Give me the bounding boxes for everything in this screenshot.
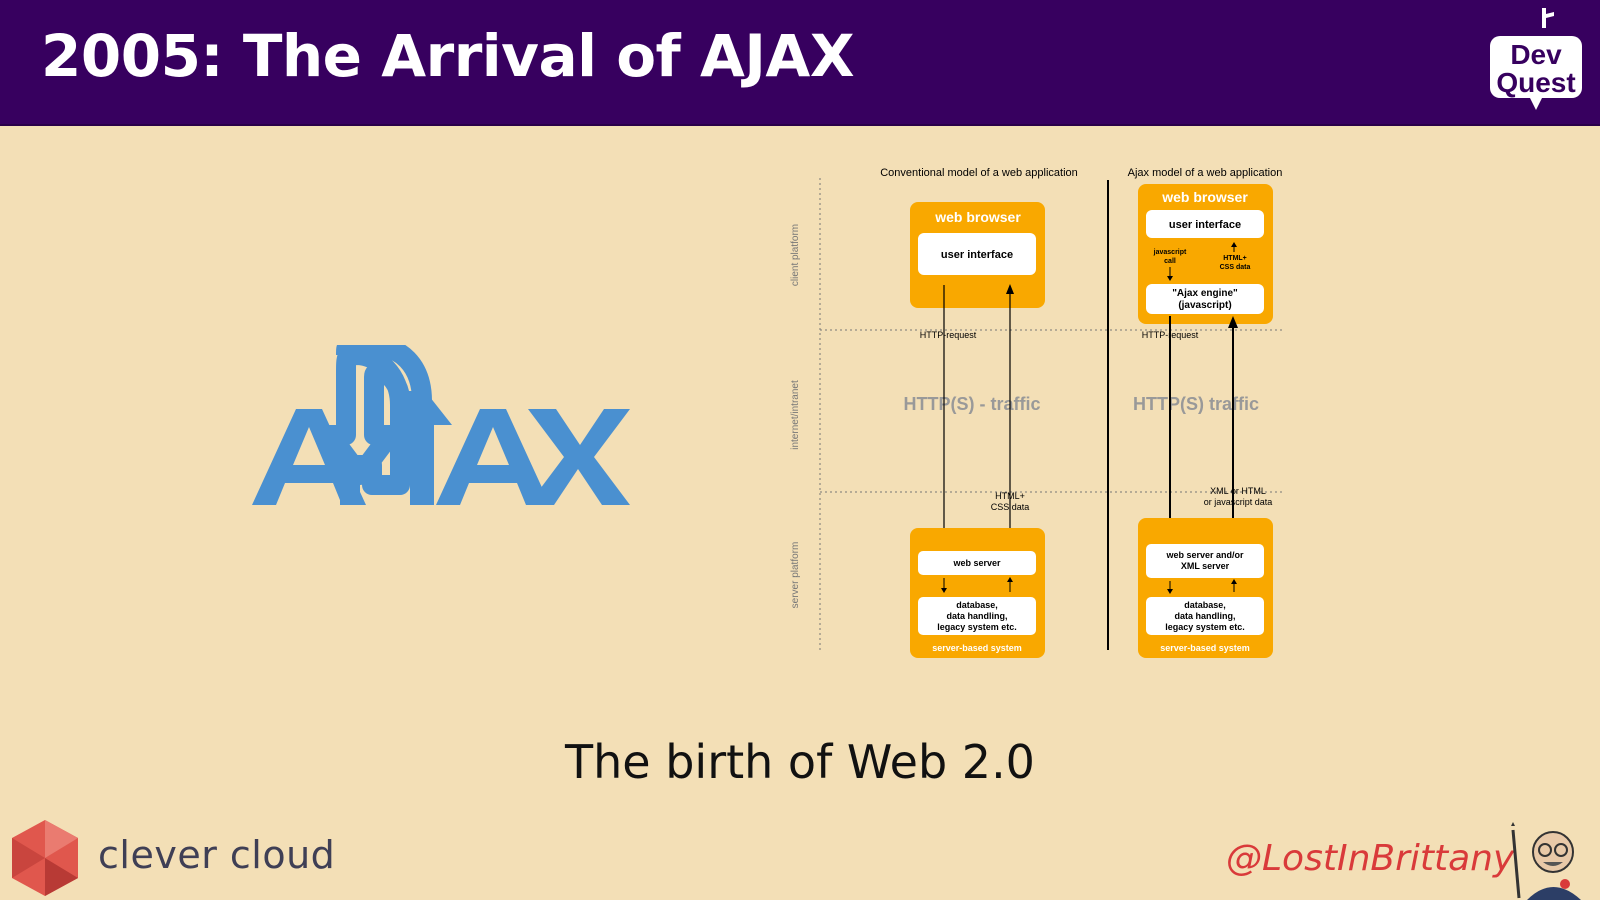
ajax-response-line1: XML or HTML: [1210, 486, 1266, 496]
conventional-db-line3: legacy system etc.: [937, 622, 1017, 632]
ajax-html-css-line1: HTML+: [1223, 255, 1247, 262]
conventional-server-label: web server: [952, 558, 1001, 568]
ajax-db-line2: data handling,: [1174, 611, 1235, 621]
ajax-db-line1: database,: [1184, 600, 1226, 610]
ajax-html-css-line2: CSS data: [1220, 264, 1251, 271]
ajax-title: Ajax model of a web application: [1128, 167, 1283, 179]
ajax-diagram: client platform internet/intranet server…: [790, 167, 1285, 658]
conventional-http-request: HTTP-request: [920, 330, 977, 340]
conventional-response-line1: HTML+: [995, 491, 1025, 501]
slide-subtitle: The birth of Web 2.0: [565, 735, 1035, 789]
slide-title: 2005: The Arrival of AJAX: [41, 22, 855, 90]
ajax-js-call-line1: javascript: [1153, 249, 1187, 256]
devquest-logo-quest: Quest: [1496, 67, 1575, 98]
ajax-system-label: server-based system: [1160, 643, 1250, 653]
conventional-db-line1: database,: [956, 600, 998, 610]
avatar: [1511, 822, 1581, 900]
conventional-title: Conventional model of a web application: [880, 167, 1078, 179]
ajax-logo: [252, 345, 630, 505]
clever-cloud-wordmark: clever cloud: [98, 833, 336, 877]
ajax-traffic: HTTP(S) traffic: [1133, 394, 1259, 414]
internet-label: internet/intranet: [790, 380, 801, 450]
conventional-browser-label: web browser: [934, 209, 1021, 225]
devquest-logo: Dev Quest: [1490, 8, 1582, 110]
server-platform-label: server platform: [790, 542, 801, 609]
twitter-handle: @LostInBrittany: [1226, 838, 1515, 879]
client-platform-label: client platform: [790, 224, 801, 286]
ajax-response-line2: or javascript data: [1204, 497, 1273, 507]
ajax-ui-label: user interface: [1169, 219, 1241, 231]
ajax-server-line1: web server and/or: [1165, 550, 1244, 560]
conventional-ui-label: user interface: [941, 249, 1013, 261]
ajax-engine-line1: "Ajax engine": [1172, 288, 1238, 299]
conventional-system-label: server-based system: [932, 643, 1022, 653]
ajax-server-line2: XML server: [1181, 561, 1230, 571]
conventional-db-line2: data handling,: [946, 611, 1007, 621]
conventional-server-box: [910, 528, 1045, 658]
ajax-db-line3: legacy system etc.: [1165, 622, 1245, 632]
clever-cloud-logo-mark: [12, 820, 78, 896]
ajax-engine-line2: (javascript): [1178, 300, 1231, 311]
ajax-server-box: [1138, 518, 1273, 658]
conventional-traffic: HTTP(S) - traffic: [904, 394, 1041, 414]
ajax-js-call-line2: call: [1164, 258, 1176, 265]
slide-header: 2005: The Arrival of AJAX Dev Quest: [0, 0, 1600, 126]
conventional-response-line2: CSS data: [991, 502, 1030, 512]
devquest-logo-dev: Dev: [1510, 39, 1562, 70]
ajax-browser-label: web browser: [1161, 189, 1248, 205]
